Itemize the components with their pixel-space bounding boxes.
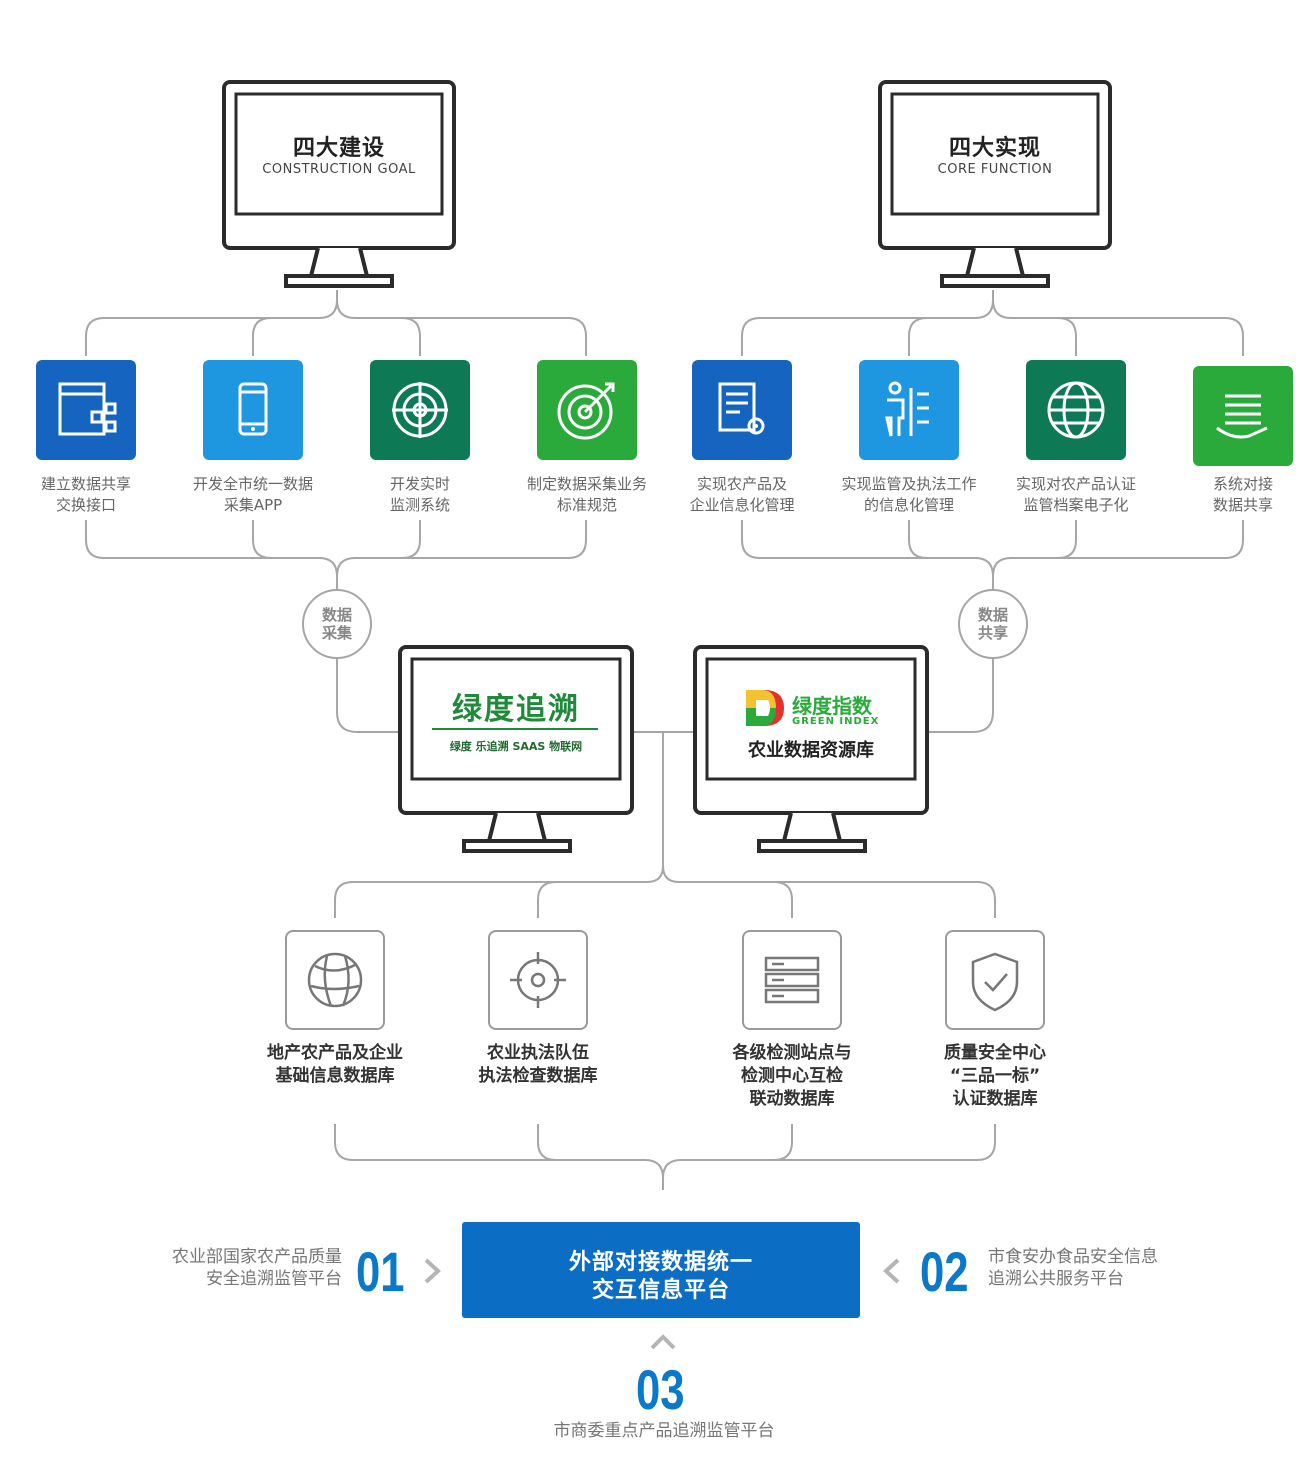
green-index-brand: 绿度指数 bbox=[792, 694, 872, 718]
construction-tile-1 bbox=[36, 360, 136, 460]
collect-node-label: 数据采集 bbox=[321, 606, 352, 642]
target-icon bbox=[537, 360, 637, 460]
external-01-number: 01 bbox=[356, 1240, 405, 1303]
green-index-brand-en: GREEN INDEX bbox=[792, 716, 880, 727]
document-gear-icon bbox=[692, 360, 792, 460]
database-tile-4 bbox=[945, 930, 1045, 1030]
construction-tile-2 bbox=[203, 360, 303, 460]
external-03-label: 市商委重点产品追溯监管平台 bbox=[553, 1421, 775, 1441]
unified-platform-box: 外部对接数据统一 交互信息平台 bbox=[462, 1222, 860, 1318]
construction-title: 四大建设 bbox=[292, 136, 385, 161]
database-label-2: 农业执法队伍执法检查数据库 bbox=[478, 1043, 598, 1086]
core-label-2: 实现监管及执法工作的信息化管理 bbox=[841, 475, 977, 514]
core-monitor bbox=[878, 80, 1112, 288]
database-label-4: 质量安全中心“三品一标”认证数据库 bbox=[944, 1043, 1046, 1109]
server-rack-icon bbox=[764, 956, 820, 1004]
core-tile-4 bbox=[1193, 366, 1293, 466]
database-label-3: 各级检测站点与检测中心互检联动数据库 bbox=[732, 1043, 852, 1109]
core-tile-2 bbox=[859, 360, 959, 460]
database-label-1: 地产农产品及企业基础信息数据库 bbox=[267, 1043, 403, 1086]
crosshair-icon bbox=[510, 952, 566, 1008]
green-index-logo-icon bbox=[746, 690, 784, 726]
construction-label-1: 建立数据共享交换接口 bbox=[40, 475, 131, 514]
mobile-phone-icon bbox=[203, 360, 303, 460]
construction-tile-3 bbox=[370, 360, 470, 460]
collect-node-circle bbox=[302, 589, 372, 659]
construction-label-4: 制定数据采集业务标准规范 bbox=[526, 475, 647, 514]
share-node-label: 数据共享 bbox=[977, 606, 1008, 642]
hand-stack-icon bbox=[1193, 366, 1293, 466]
external-02-label: 市食安办食品安全信息追溯公共服务平台 bbox=[988, 1247, 1158, 1289]
core-label-3: 实现对农产品认证监管档案电子化 bbox=[1015, 475, 1136, 514]
network-diagram-icon bbox=[36, 360, 136, 460]
share-node-circle bbox=[958, 589, 1028, 659]
external-03-number: 03 bbox=[636, 1358, 685, 1421]
database-tile-3 bbox=[742, 930, 842, 1030]
construction-monitor bbox=[222, 80, 456, 288]
globe-icon bbox=[1026, 360, 1126, 460]
chevron-left-icon bbox=[883, 1258, 900, 1284]
platform-line-1: 外部对接数据统一 bbox=[568, 1250, 753, 1275]
core-label-1: 实现农产品及企业信息化管理 bbox=[689, 475, 795, 514]
platform-line-2: 交互信息平台 bbox=[591, 1278, 730, 1303]
traceability-monitor bbox=[398, 645, 634, 853]
chevron-up-icon bbox=[650, 1334, 676, 1350]
globe-network-icon bbox=[307, 952, 363, 1008]
shield-check-icon bbox=[971, 952, 1019, 1012]
external-01-label: 农业部国家农产品质量安全追溯监管平台 bbox=[172, 1247, 342, 1289]
database-tile-2 bbox=[488, 930, 588, 1030]
radar-icon bbox=[370, 360, 470, 460]
core-subtitle: CORE FUNCTION bbox=[937, 162, 1053, 177]
construction-tile-4 bbox=[537, 360, 637, 460]
external-02-number: 02 bbox=[920, 1240, 969, 1303]
green-index-monitor bbox=[693, 645, 929, 853]
person-checklist-icon bbox=[859, 360, 959, 460]
traceability-title: 绿度追溯 bbox=[452, 692, 580, 727]
construction-label-2: 开发全市统一数据采集APP bbox=[192, 475, 313, 514]
construction-label-3: 开发实时监测系统 bbox=[389, 475, 450, 514]
construction-subtitle: CONSTRUCTION GOAL bbox=[262, 162, 416, 177]
chevron-right-icon bbox=[424, 1258, 441, 1284]
core-tile-1 bbox=[692, 360, 792, 460]
core-title: 四大实现 bbox=[948, 136, 1041, 161]
traceability-subline: 绿度 乐追溯 SAAS 物联网 bbox=[449, 740, 583, 753]
core-label-4: 系统对接数据共享 bbox=[1212, 475, 1273, 514]
core-tile-3 bbox=[1026, 360, 1126, 460]
green-index-caption: 农业数据资源库 bbox=[748, 740, 874, 761]
database-tile-1 bbox=[285, 930, 385, 1030]
